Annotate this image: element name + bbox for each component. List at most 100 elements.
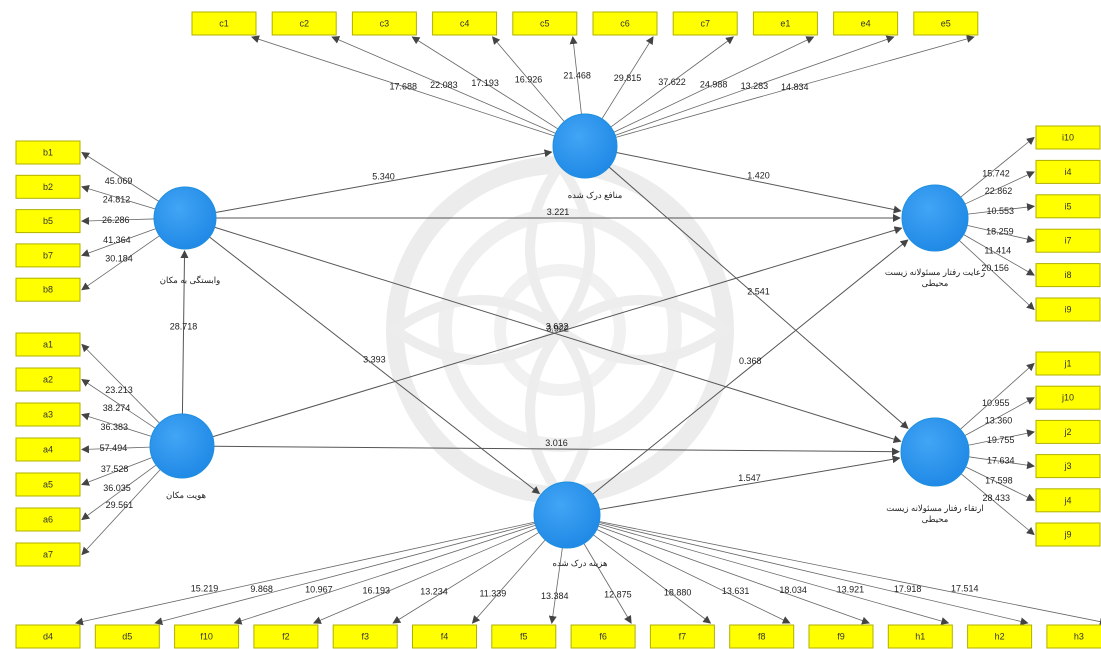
latent-variable-lv-1[interactable] <box>153 186 217 250</box>
indicator-box[interactable] <box>94 624 160 649</box>
loading-arrow <box>471 539 546 624</box>
indicator-label: a4 <box>43 445 53 455</box>
indicator-box[interactable] <box>15 332 81 357</box>
indicator-box[interactable] <box>1035 351 1101 376</box>
loading-value: 23.213 <box>105 385 133 395</box>
loading-value: 57.494 <box>100 443 128 453</box>
loading-value: 38.274 <box>103 403 131 413</box>
indicator-box[interactable] <box>1035 385 1101 410</box>
indicator-label: b1 <box>43 148 53 158</box>
indicator-box[interactable] <box>15 209 81 234</box>
indicator-box[interactable] <box>351 11 417 36</box>
indicator-box[interactable] <box>15 402 81 427</box>
indicator-box[interactable] <box>1035 454 1101 479</box>
indicator-box[interactable] <box>174 624 240 649</box>
indicator-box[interactable] <box>1035 522 1101 547</box>
indicator-label: i9 <box>1064 305 1071 315</box>
indicator-box[interactable] <box>913 11 979 36</box>
loading-value: 10.967 <box>305 585 333 595</box>
indicator-label: j9 <box>1063 530 1071 540</box>
indicator-box[interactable] <box>15 542 81 567</box>
loading-value: 18.880 <box>664 587 692 597</box>
indicator-box[interactable] <box>752 11 818 36</box>
loading-arrows <box>75 35 1101 626</box>
indicator-box[interactable] <box>887 624 953 649</box>
indicator-box[interactable] <box>15 174 81 199</box>
indicator-box[interactable] <box>432 11 498 36</box>
latent-variables <box>149 113 970 549</box>
indicator-box[interactable] <box>191 11 257 36</box>
path-arrow <box>215 149 553 214</box>
indicator-box[interactable] <box>512 11 578 36</box>
indicator-label: h1 <box>915 632 925 642</box>
loading-arrow <box>81 216 155 225</box>
loading-value: 36.383 <box>101 422 129 432</box>
indicator-label: i10 <box>1062 133 1074 143</box>
indicator-box[interactable] <box>1035 263 1101 288</box>
loading-arrow <box>960 136 1035 198</box>
latent-variable-lv-2[interactable] <box>149 413 215 479</box>
indicator-box[interactable] <box>649 624 715 649</box>
indicator-box[interactable] <box>15 507 81 532</box>
indicator-box[interactable] <box>833 11 899 36</box>
indicator-label: c2 <box>299 19 309 29</box>
indicator-box[interactable] <box>1035 488 1101 513</box>
loading-value: 24.812 <box>103 195 131 205</box>
indicator-box[interactable] <box>1035 159 1101 184</box>
indicator-box[interactable] <box>672 11 738 36</box>
indicator-box[interactable] <box>253 624 319 649</box>
loading-arrow <box>615 35 975 138</box>
indicator-box[interactable] <box>1035 125 1101 150</box>
loading-arrow <box>613 36 815 133</box>
indicator-box[interactable] <box>15 472 81 497</box>
indicator-box[interactable] <box>1035 194 1101 219</box>
indicator-box[interactable] <box>1035 419 1101 444</box>
indicator-box[interactable] <box>271 11 337 36</box>
indicator-box[interactable] <box>15 243 81 268</box>
indicator-box[interactable] <box>570 624 636 649</box>
indicator-box[interactable] <box>808 624 874 649</box>
latent-label: رعایت رفتار مسئولانه زیست <box>885 267 985 278</box>
loading-arrow <box>967 203 1035 215</box>
latent-label: ارتقاء رفتار مسئولانه زیست <box>886 503 984 514</box>
loading-value: 17.634 <box>987 456 1015 466</box>
indicator-box[interactable] <box>491 624 557 649</box>
indicator-box[interactable] <box>729 624 795 649</box>
loading-arrow <box>548 547 563 624</box>
loading-value: 13.234 <box>420 587 448 597</box>
loading-value: 14.834 <box>781 82 809 92</box>
loading-arrow <box>154 522 536 626</box>
indicator-box[interactable] <box>967 624 1033 649</box>
latent-variable-lv-6[interactable] <box>900 417 970 487</box>
indicator-box[interactable] <box>15 624 81 649</box>
path-arrow <box>599 455 901 510</box>
loading-value: 13.631 <box>722 586 750 596</box>
indicator-box[interactable] <box>592 11 658 36</box>
indicator-box[interactable] <box>1035 297 1101 322</box>
indicator-box[interactable] <box>1046 624 1101 649</box>
path-coefficient: 1.420 <box>747 171 770 181</box>
loading-value: 30.184 <box>105 253 133 263</box>
loading-value: 45.069 <box>105 176 133 186</box>
indicator-box[interactable] <box>15 140 81 165</box>
indicator-label: f8 <box>758 632 766 642</box>
indicator-box[interactable] <box>15 437 81 462</box>
latent-variable-lv-3[interactable] <box>552 113 618 179</box>
indicator-box[interactable] <box>15 367 81 392</box>
loading-arrow <box>233 524 536 625</box>
structural-arrows <box>180 149 909 510</box>
indicator-box[interactable] <box>1035 228 1101 253</box>
path-arrow <box>180 249 189 415</box>
path-arrow <box>212 226 903 438</box>
indicator-box[interactable] <box>332 624 398 649</box>
indicator-box[interactable] <box>412 624 477 649</box>
indicator-box[interactable] <box>15 277 81 302</box>
path-coefficient: 3.016 <box>545 438 568 448</box>
latent-variable-lv-4[interactable] <box>533 481 601 549</box>
latent-variable-lv-5[interactable] <box>901 184 969 252</box>
indicator-label: b7 <box>43 250 53 260</box>
path-coefficient: 3.393 <box>363 354 386 364</box>
loading-arrow <box>312 527 537 624</box>
loading-arrow <box>81 378 156 429</box>
